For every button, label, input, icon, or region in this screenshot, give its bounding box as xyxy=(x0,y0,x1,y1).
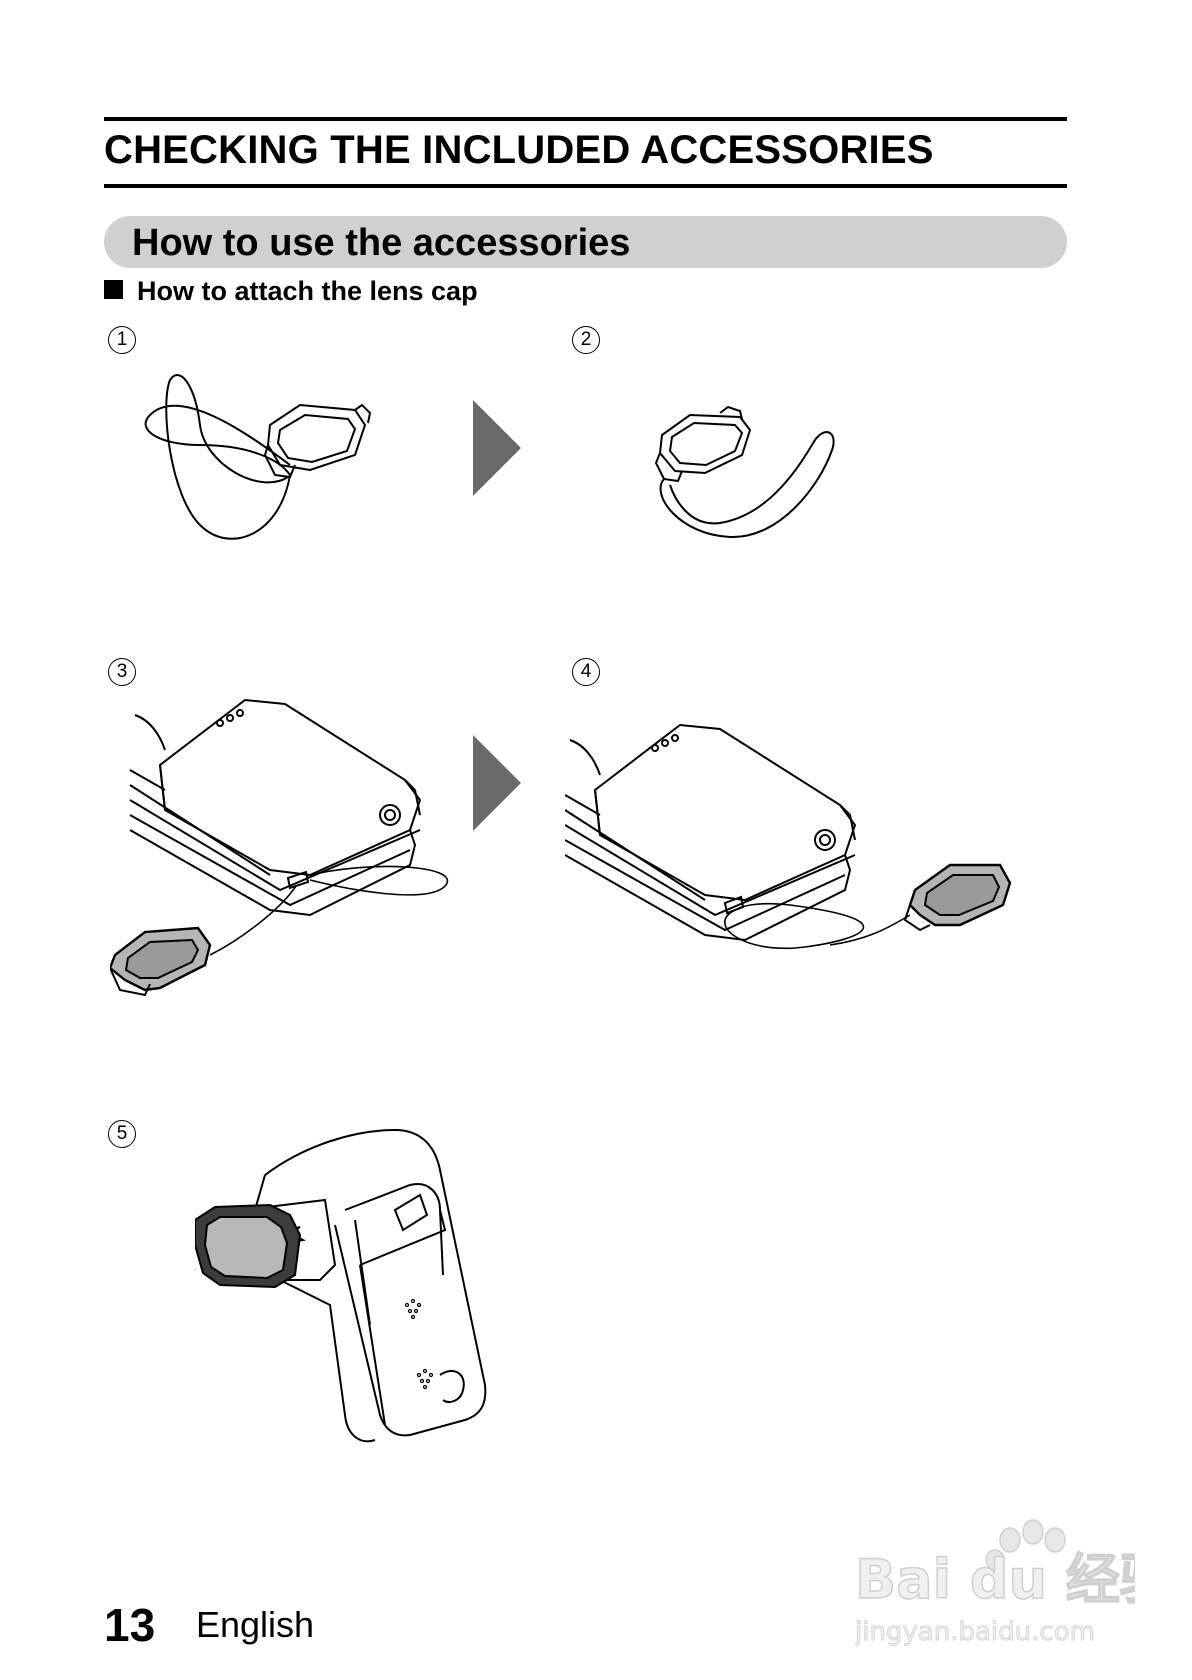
step-2-illustration xyxy=(654,405,835,539)
header-bottom-rule xyxy=(104,184,1067,188)
svg-text:Bai du 经验: Bai du 经验 xyxy=(855,1548,1135,1611)
step-5-illustration xyxy=(195,1128,487,1443)
arrow-right-icon xyxy=(473,400,521,496)
step-number-2: 2 xyxy=(572,326,600,354)
page-title: CHECKING THE INCLUDED ACCESSORIES xyxy=(104,128,934,172)
step-number-3: 3 xyxy=(108,658,136,686)
section-header-bar: How to use the accessories xyxy=(104,216,1067,268)
baidu-watermark-logo: Bai du 经验 jingyan.baidu.com xyxy=(855,1519,1135,1648)
step-number-4: 4 xyxy=(572,658,600,686)
header-top-rule xyxy=(104,117,1067,121)
step-number-1: 1 xyxy=(108,326,136,354)
subsection-heading: How to attach the lens cap xyxy=(104,276,478,307)
svg-text:jingyan.baidu.com: jingyan.baidu.com xyxy=(855,1617,1095,1647)
step-number-5: 5 xyxy=(108,1120,136,1148)
step-4-illustration xyxy=(565,723,1012,949)
subsection-title: How to attach the lens cap xyxy=(137,276,478,306)
step-1-illustration xyxy=(144,374,372,540)
language-label: English xyxy=(196,1604,315,1645)
step-3-illustration xyxy=(110,698,449,997)
page-number: 13 xyxy=(104,1599,156,1651)
arrow-right-icon xyxy=(473,735,521,831)
section-title: How to use the accessories xyxy=(132,222,631,264)
black-square-icon xyxy=(104,280,123,299)
